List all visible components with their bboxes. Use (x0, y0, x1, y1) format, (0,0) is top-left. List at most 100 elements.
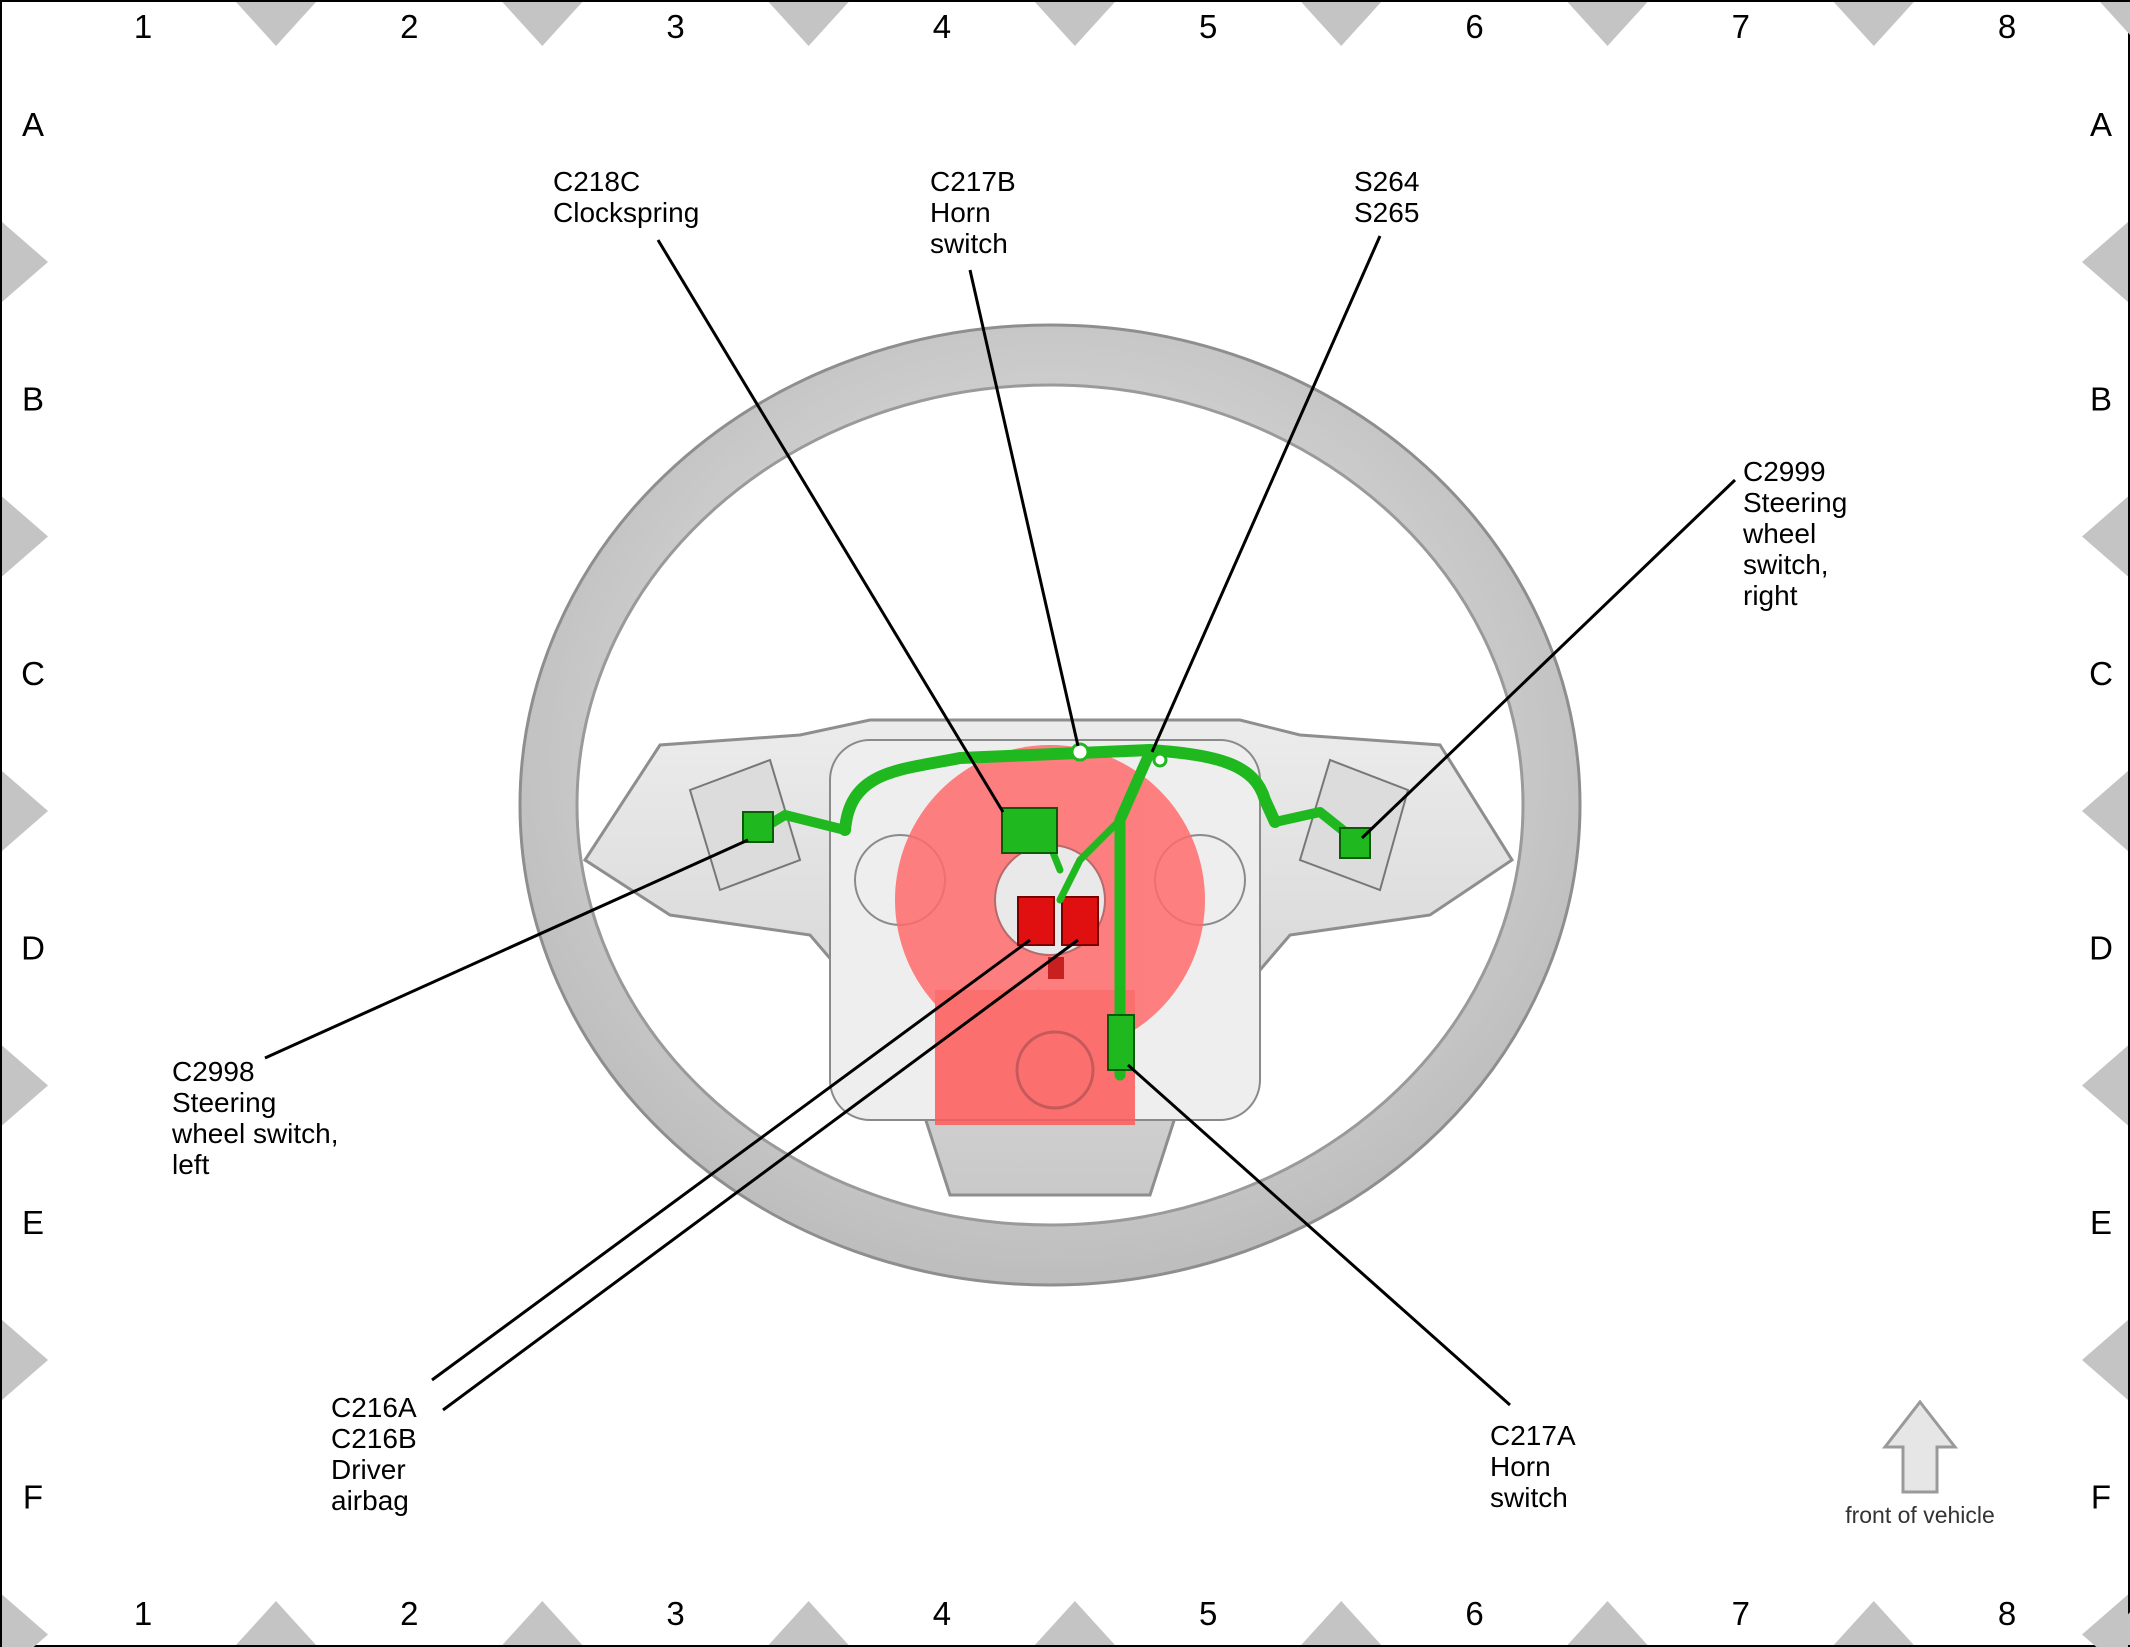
connector-c217b (1070, 742, 1090, 762)
border-diamond-top (236, 2, 316, 46)
callout-s264-s265: S264 S265 (1354, 166, 1427, 228)
callout-c2999-line: C2999 (1743, 456, 1826, 487)
grid-column-label-bottom: 3 (666, 1595, 684, 1632)
border-diamond-bottom (1034, 1601, 1115, 1645)
callout-c2998-line: C2998 (172, 1056, 255, 1087)
border-diamond-left (2, 771, 48, 851)
grid-row-label-left: E (22, 1204, 44, 1241)
grid-column-label-top: 5 (1199, 8, 1217, 45)
border-diamond-top (1833, 2, 1914, 46)
grid-column-label-top: 4 (933, 8, 951, 45)
callout-s264-line: S264 (1354, 166, 1419, 197)
grid-column-label-top: 6 (1465, 8, 1483, 45)
callout-c217b-line: switch (930, 228, 1008, 259)
grid-column-label-top: 8 (1998, 8, 2016, 45)
clockspring-body (935, 990, 1135, 1125)
callout-c218c-line: Clockspring (553, 197, 699, 228)
callout-c217a: C217A Horn switch (1490, 1420, 1582, 1513)
grid-column-label-top: 7 (1732, 8, 1750, 45)
leader-s264 (1150, 235, 1382, 753)
border-diamond-top (502, 2, 583, 46)
border-diamond-top (1567, 2, 1648, 46)
border-diamond-right (2082, 1320, 2128, 1400)
grid-column-label-bottom: 7 (1732, 1595, 1750, 1632)
grid-column-label-bottom: 6 (1465, 1595, 1483, 1632)
leader-c2999 (1360, 478, 1737, 840)
connector-c217a (1107, 1014, 1135, 1071)
callout-c2999-line: Steering (1743, 487, 1847, 518)
border-diamond-left (2, 1320, 48, 1400)
grid-column-label-bottom: 4 (933, 1595, 951, 1632)
connector-c2999 (1339, 827, 1371, 859)
border-diamond-bottom (768, 1601, 849, 1645)
border-diamond-left (2, 222, 48, 302)
callout-c2998-line: Steering (172, 1087, 276, 1118)
callout-c2999-line: switch, (1743, 549, 1829, 580)
callout-s265-line: S265 (1354, 197, 1419, 228)
front-of-vehicle-indicator: front of vehicle (1845, 1399, 1995, 1528)
border-diamond-bottom (1567, 1601, 1648, 1645)
arrow-up-icon (1881, 1399, 1959, 1494)
leader-c216a (431, 938, 1031, 1382)
callout-c217b-line: C217B (930, 166, 1016, 197)
grid-column-label-top: 1 (134, 8, 152, 45)
callout-c216-line: airbag (331, 1485, 409, 1516)
callout-c217b-line: Horn (930, 197, 991, 228)
leader-c218c (656, 239, 1005, 813)
grid-row-label-right: A (2090, 106, 2112, 143)
grid-column-label-bottom: 5 (1199, 1595, 1217, 1632)
connector-c216a (1017, 896, 1055, 946)
callout-c216: C216A C216B Driver airbag (331, 1392, 424, 1516)
border-diamond-right (2082, 496, 2128, 577)
grid-row-label-left: A (22, 106, 44, 143)
callout-c2998-line: left (172, 1149, 210, 1180)
grid-column-label-top: 3 (666, 8, 684, 45)
steering-wheel (518, 323, 1582, 1287)
border-diamond-top (2100, 2, 2130, 35)
callout-c217a-line: Horn (1490, 1451, 1551, 1482)
grid-column-label-bottom: 1 (134, 1595, 152, 1632)
connector-c216b (1061, 896, 1099, 946)
callout-c216b-line: C216B (331, 1423, 417, 1454)
grid-row-label-right: E (2090, 1204, 2112, 1241)
border-diamond-top (1301, 2, 1382, 46)
border-diamond-bottom (1301, 1601, 1382, 1645)
border-diamond-top (768, 2, 849, 46)
grid-row-label-right: F (2091, 1479, 2111, 1516)
border-diamond-left (2, 496, 48, 577)
callout-c218c: C218C Clockspring (553, 166, 699, 228)
leader-c217b (968, 269, 1080, 747)
callout-c2999-line: wheel (1742, 518, 1816, 549)
leader-c216b (442, 938, 1079, 1412)
splice-s264 (1152, 752, 1168, 768)
leader-lines (264, 235, 1737, 1412)
callout-c2999-line: right (1743, 580, 1798, 611)
callout-c216-line: Driver (331, 1454, 406, 1485)
border-diamond-right (2082, 771, 2128, 851)
grid-column-label-bottom: 8 (1998, 1595, 2016, 1632)
border-diamond-bottom (502, 1601, 583, 1645)
clockspring-dial (1015, 1030, 1095, 1110)
connector-c2998 (742, 811, 774, 843)
callout-c2999: C2999 Steering wheel switch, right (1742, 456, 1855, 611)
grid-row-label-right: B (2090, 381, 2112, 418)
callout-c217a-line: C217A (1490, 1420, 1576, 1451)
border-diamond-bottom (1833, 1601, 1914, 1645)
connector-stub (1048, 957, 1064, 979)
border-diamond-right (2082, 1045, 2128, 1126)
callout-c2998: C2998 Steering wheel switch, left (171, 1056, 346, 1180)
grid-row-label-right: D (2089, 930, 2113, 967)
border-diamond-right (2082, 1594, 2128, 1647)
grid-column-label-top: 2 (400, 8, 418, 45)
border-diamond-left (2, 1594, 48, 1647)
grid-row-label-left: C (21, 655, 45, 692)
leader-c217a (1127, 1063, 1511, 1407)
connector-c218c (1001, 807, 1058, 854)
border-diamond-bottom (236, 1601, 316, 1645)
callout-c216a-line: C216A (331, 1392, 417, 1423)
border-diamond-top (1034, 2, 1115, 46)
